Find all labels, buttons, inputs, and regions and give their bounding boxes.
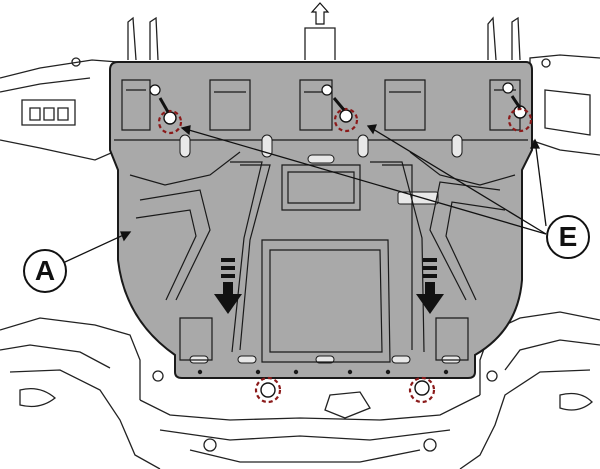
- leader-line-e: [181, 127, 547, 235]
- callout-label-e: E: [546, 215, 590, 259]
- skid-plate: [109, 61, 533, 379]
- chassis-lineart: [0, 16, 600, 469]
- fastener-bolt: [408, 376, 436, 404]
- down-arrow-icon: [416, 258, 444, 314]
- fastener-bolt: [321, 84, 359, 133]
- fastener-bolt: [149, 84, 183, 135]
- callout-label-e-text: E: [558, 221, 578, 252]
- leader-line-a: [64, 231, 131, 263]
- callout-label-a: A: [23, 249, 67, 293]
- skid-plate-outline: [109, 61, 533, 379]
- fastener-bolt: [502, 82, 533, 133]
- callout-label-a-text: A: [34, 255, 56, 286]
- fasteners: [149, 82, 533, 404]
- up-arrow-icon: [310, 2, 330, 25]
- leader-lines: [64, 124, 547, 263]
- down-arrow-icon: [214, 258, 242, 314]
- fastener-bolt: [254, 376, 282, 404]
